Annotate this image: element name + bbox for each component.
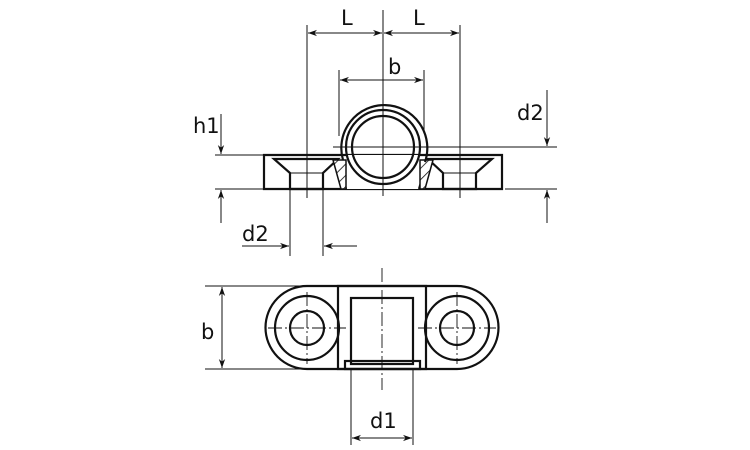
dimension-d2-right: d2 (505, 90, 557, 223)
dimension-d1: d1 (350, 369, 414, 445)
label-d1: d1 (370, 409, 397, 433)
label-h1: h1 (193, 114, 220, 138)
label-L-left: L (341, 6, 353, 30)
dimension-d2-hole: d2 (242, 189, 357, 256)
front-section-view: L L b h1 d2 (193, 6, 557, 256)
dimension-h1: h1 (193, 114, 264, 223)
label-b-front: b (388, 55, 401, 79)
label-b-top: b (201, 320, 214, 344)
dimension-L: L L (306, 6, 461, 198)
dimension-b-top: b (201, 285, 300, 370)
top-view: b d1 (201, 268, 500, 445)
label-L-right: L (413, 6, 425, 30)
dimension-b-front: b (338, 55, 425, 136)
housing-section (336, 268, 428, 390)
label-d2-hole: d2 (242, 222, 269, 246)
label-d2-right: d2 (517, 101, 544, 125)
